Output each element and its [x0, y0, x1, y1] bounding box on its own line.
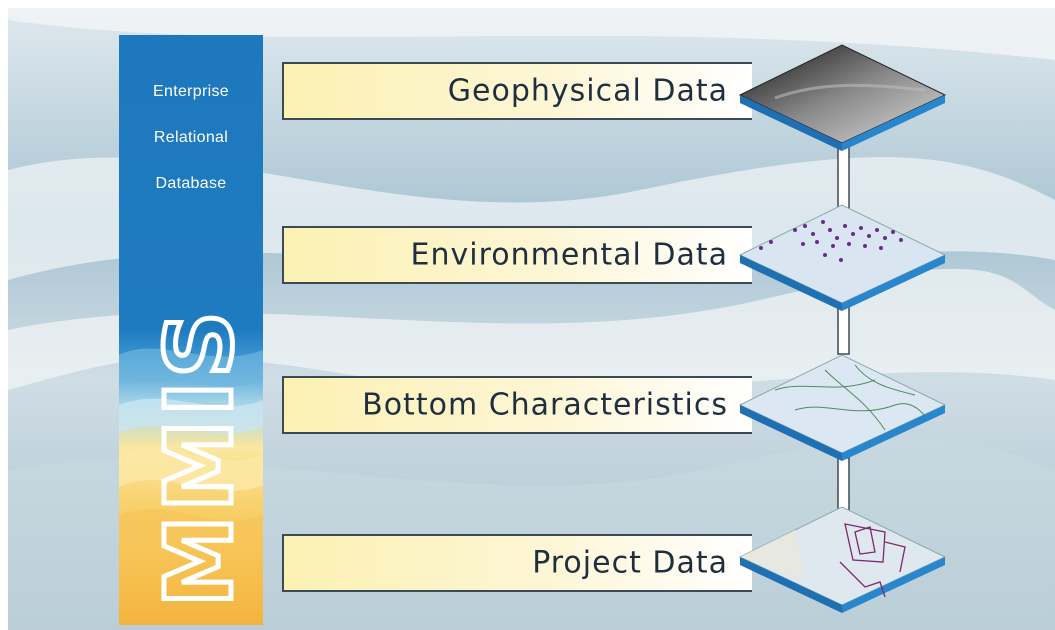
layer-label: Environmental Data: [410, 237, 728, 273]
layer-bar-project: Project Data: [282, 534, 752, 592]
sidebar-line: Enterprise: [153, 83, 229, 100]
sidebar-background: MMIS: [119, 35, 263, 625]
layer-bar-bottom: Bottom Characteristics: [282, 376, 752, 434]
layer-bar-geophysical: Geophysical Data: [282, 62, 752, 120]
bottom-characteristics-tile-image: [738, 354, 947, 461]
layer-label: Geophysical Data: [447, 73, 728, 109]
environmental-tile-image: [738, 204, 947, 311]
sidebar-line: Relational: [153, 129, 229, 146]
layer-bar-environmental: Environmental Data: [282, 226, 752, 284]
sidebar-title: Enterprise Relational Database: [119, 69, 263, 207]
mmis-logo: MMIS: [146, 307, 253, 607]
layer-label: Bottom Characteristics: [362, 387, 728, 423]
sidebar-line: Database: [155, 175, 227, 192]
geophysical-tile-image: [738, 44, 947, 151]
sidebar-panel: MMIS Enterprise Relational Database: [119, 35, 263, 625]
project-tile-image: [738, 506, 947, 613]
connector: [837, 305, 850, 355]
layer-label: Project Data: [532, 545, 728, 581]
